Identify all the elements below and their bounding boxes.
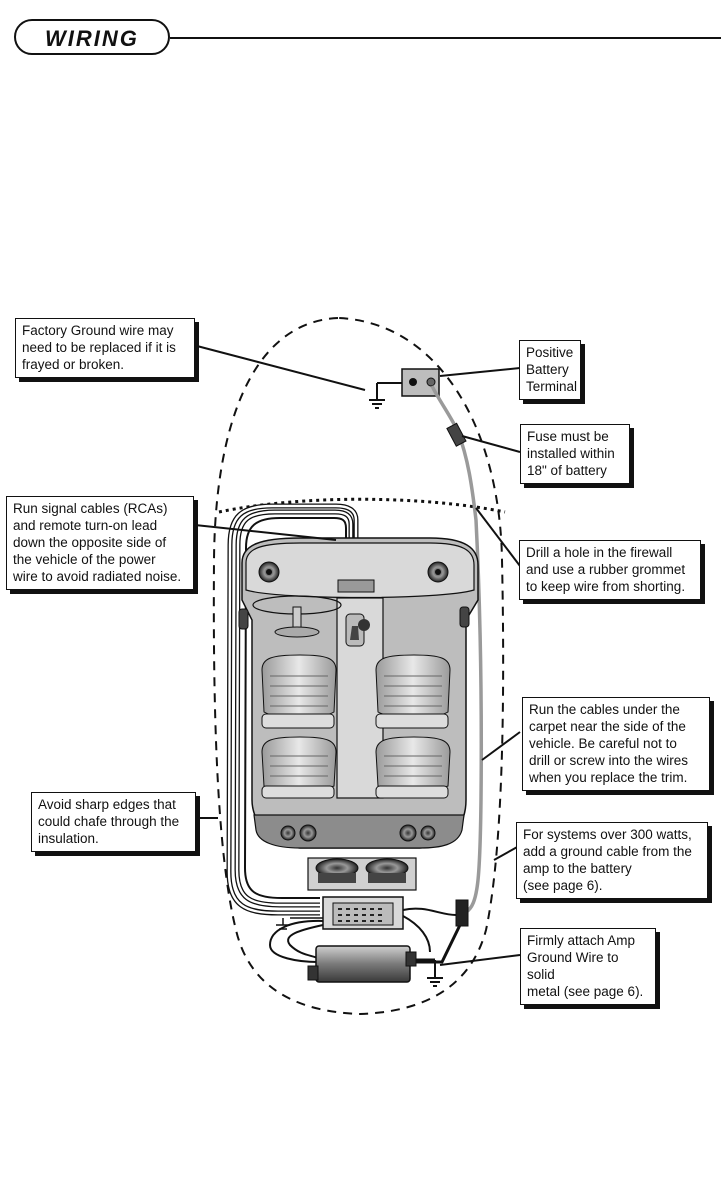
door-speaker-right [459, 606, 470, 628]
firewall-line [218, 497, 506, 514]
callout-sharp-edges: Avoid sharp edges that could chafe throu… [31, 792, 196, 852]
callout-fuse: Fuse must be installed within 18" of bat… [520, 424, 630, 484]
rear-deck-speakers [280, 824, 436, 842]
amp-wiring [268, 907, 462, 964]
callout-under-carpet: Run the cables under the carpet near the… [522, 697, 710, 791]
signal-cables [226, 503, 359, 916]
front-dash-speaker-right [427, 561, 449, 583]
callout-firewall: Drill a hole in the firewall and use a r… [519, 540, 701, 600]
rear-seat-left [261, 736, 337, 799]
callout-leaders [194, 345, 521, 966]
fuse [446, 422, 467, 447]
subwoofer-box [307, 857, 417, 891]
callout-amp-ground: Firmly attach Amp Ground Wire to solid m… [520, 928, 656, 1005]
callout-signal-cables: Run signal cables (RCAs) and remote turn… [6, 496, 194, 590]
front-seat-right [375, 654, 451, 729]
distribution-block [322, 896, 404, 930]
callout-positive-terminal: Positive Battery Terminal [519, 340, 581, 400]
rear-seat-right [375, 736, 451, 799]
door-speaker-left [238, 608, 249, 630]
factory-ground-symbol [369, 382, 404, 409]
block-ground-symbol [276, 917, 323, 930]
header-rule [170, 37, 721, 39]
amp-power-fuse [455, 899, 469, 927]
callout-over-300-watts: For systems over 300 watts, add a ground… [516, 822, 708, 899]
front-dash-speaker-left [258, 561, 280, 583]
battery [401, 368, 440, 397]
amplifier [307, 945, 417, 983]
vehicle-outline [212, 316, 505, 1016]
front-seat-left [261, 654, 337, 729]
section-title: WIRING [45, 26, 139, 51]
amp-ground-symbol [416, 958, 443, 987]
section-title-badge: WIRING [14, 19, 170, 55]
callout-factory-ground: Factory Ground wire may need to be repla… [15, 318, 195, 378]
